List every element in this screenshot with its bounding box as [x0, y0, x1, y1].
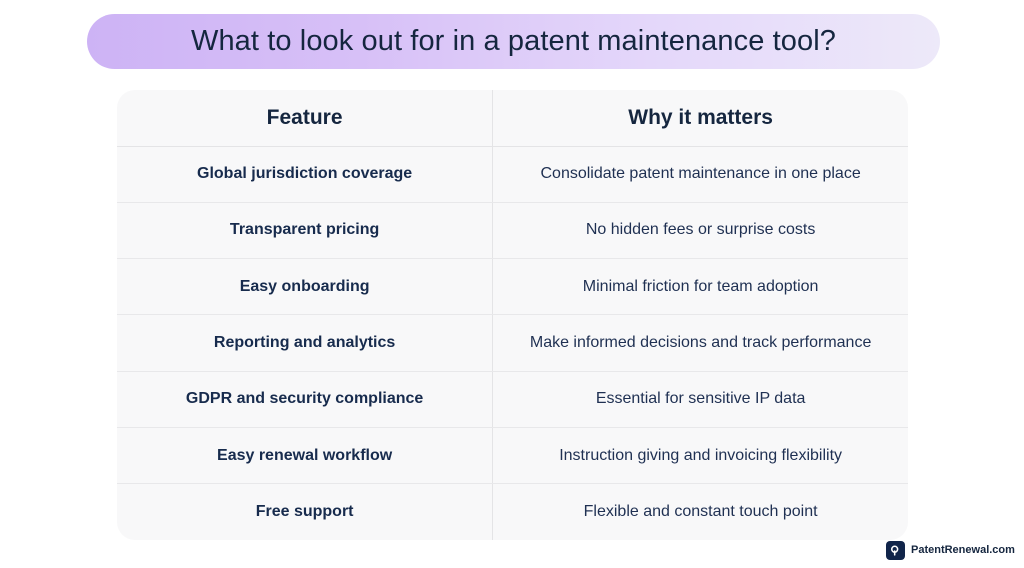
- cell-feature: Free support: [255, 503, 354, 521]
- feature-table-card: Feature Why it matters Global jurisdicti…: [117, 90, 908, 540]
- magnifier-p-icon: [886, 541, 905, 560]
- cell-why-it-matters: Consolidate patent maintenance in one pl…: [492, 146, 908, 203]
- column-header-feature: Feature: [117, 90, 493, 147]
- brand-watermark: PatentRenewal.com: [886, 541, 1015, 560]
- cell-feature: Global jurisdiction coverage: [117, 146, 493, 203]
- cell-feature: Transparent pricing: [117, 202, 493, 260]
- feature-table: Feature Why it matters Global jurisdicti…: [117, 90, 908, 540]
- cell-feature: GDPR and security compliance: [117, 371, 493, 428]
- cell-feature: Easy renewal workflow: [117, 427, 493, 485]
- cell-feature: Easy onboarding: [117, 258, 493, 316]
- cell-feature: Reporting and analytics: [117, 314, 493, 372]
- title-banner: What to look out for in a patent mainten…: [87, 14, 940, 69]
- page-title: What to look out for in a patent mainten…: [190, 25, 836, 57]
- cell-why-it-matters: Instruction giving and invoicing flexibi…: [492, 427, 908, 485]
- cell-why-it-matters: No hidden fees or surprise costs: [492, 202, 908, 260]
- brand-name: PatentRenewal.com: [911, 544, 1015, 556]
- table-row: Free support Flexible and constant touch …: [117, 483, 908, 540]
- cell-why-it-matters: Make informed decisions and track perfor…: [492, 314, 908, 372]
- cell-why-it-matters: Essential for sensitive IP data: [492, 371, 908, 428]
- table-header: Feature Why it matters: [117, 90, 908, 147]
- cell-why-it-matters: Minimal friction for team adoption: [492, 258, 908, 316]
- cell-why-it-matters: Flexible and constant touch point: [492, 483, 908, 540]
- table-header-row: Feature Why it matters: [117, 90, 908, 147]
- column-header-why-it-matters: Why it matters: [492, 90, 908, 147]
